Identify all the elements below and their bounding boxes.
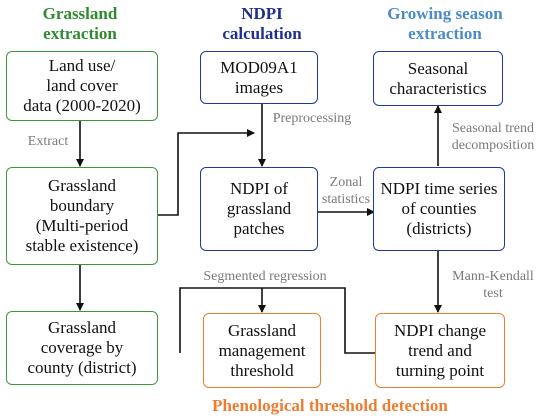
box-grassland-management-threshold: Grassland management threshold bbox=[203, 313, 321, 388]
timeseries-line2: of counties bbox=[401, 199, 477, 218]
land-use-line3: data (2000-2020) bbox=[23, 96, 141, 115]
management-line3: threshold bbox=[230, 360, 294, 380]
coverage-line1: Grassland bbox=[48, 318, 116, 337]
mann-kendall-line2: test bbox=[483, 286, 503, 301]
seasonal-line1: Seasonal bbox=[407, 58, 469, 78]
label-mann-kendall-test: Mann-Kendall test bbox=[438, 268, 548, 302]
label-seasonal-trend-decomposition: Seasonal trend decomposition bbox=[438, 120, 548, 154]
boundary-line3: (Multi-period bbox=[35, 216, 129, 235]
mann-kendall-line1: Mann-Kendall bbox=[452, 269, 534, 284]
change-line3: turning point bbox=[395, 360, 485, 380]
box-ndpi-grassland-patches: NDPI of grassland patches bbox=[200, 167, 318, 251]
ndpi-patches-line1: NDPI of bbox=[229, 179, 289, 198]
coverage-line3: county (district) bbox=[27, 358, 137, 377]
arrow-change-to-management bbox=[179, 287, 375, 354]
label-preprocessing: Preprocessing bbox=[272, 111, 352, 126]
seasonal-line2: characteristics bbox=[389, 78, 487, 98]
arrow-boundary-to-preprocessing bbox=[157, 129, 255, 216]
coverage-line2: coverage by bbox=[40, 338, 124, 357]
mod09-line2: images bbox=[234, 77, 284, 97]
management-line1: Grassland bbox=[228, 320, 296, 340]
header-growing-line2: extraction bbox=[408, 24, 482, 43]
seasonal-trend-line1: Seasonal trend bbox=[451, 121, 535, 136]
land-use-line2: land cover bbox=[46, 76, 118, 95]
land-use-line1: Land use/ bbox=[48, 56, 116, 75]
box-seasonal-characteristics: Seasonal characteristics bbox=[373, 51, 503, 106]
header-ndpi-line1: NDPI bbox=[241, 4, 283, 23]
header-growing-line1: Growing season bbox=[387, 4, 503, 23]
zonal-line1: Zonal bbox=[329, 175, 363, 190]
boundary-line4: stable existence) bbox=[25, 236, 139, 255]
header-grassland-line2: extraction bbox=[43, 24, 117, 43]
timeseries-line3: (districts) bbox=[406, 219, 472, 238]
box-land-use-data: Land use/ land cover data (2000-2020) bbox=[6, 51, 158, 121]
boundary-line2: boundary bbox=[49, 196, 115, 215]
header-growing-season: Growing season extraction bbox=[365, 4, 525, 44]
change-line1: NDPI change bbox=[393, 320, 487, 340]
label-segmented-regression: Segmented regression bbox=[203, 269, 327, 284]
ndpi-patches-line3: patches bbox=[233, 219, 285, 238]
header-grassland-extraction: Grassland extraction bbox=[0, 4, 160, 44]
box-mod09a1-images: MOD09A1 images bbox=[200, 51, 318, 104]
seasonal-trend-line2: decomposition bbox=[451, 138, 535, 153]
zonal-line2: statistics bbox=[321, 192, 371, 207]
box-ndpi-time-series: NDPI time series of counties (districts) bbox=[373, 167, 505, 251]
boundary-line1: Grassland bbox=[48, 176, 116, 195]
header-grassland-line1: Grassland bbox=[42, 4, 118, 23]
label-zonal-statistics: Zonal statistics bbox=[314, 174, 378, 208]
timeseries-line1: NDPI time series bbox=[380, 179, 498, 198]
mod09-line1: MOD09A1 bbox=[220, 57, 298, 77]
header-ndpi-line2: calculation bbox=[222, 24, 302, 43]
ndpi-patches-line2: grassland bbox=[226, 199, 292, 218]
box-grassland-boundary: Grassland boundary (Multi-period stable … bbox=[6, 167, 158, 265]
label-extract: Extract bbox=[27, 134, 69, 149]
header-phenological-threshold: Phenological threshold detection bbox=[212, 396, 448, 415]
change-line2: trend and bbox=[408, 340, 472, 360]
box-ndpi-change-trend: NDPI change trend and turning point bbox=[375, 313, 505, 388]
management-line2: management bbox=[218, 340, 306, 360]
header-ndpi-calculation: NDPI calculation bbox=[182, 4, 342, 44]
box-grassland-coverage: Grassland coverage by county (district) bbox=[6, 311, 158, 385]
